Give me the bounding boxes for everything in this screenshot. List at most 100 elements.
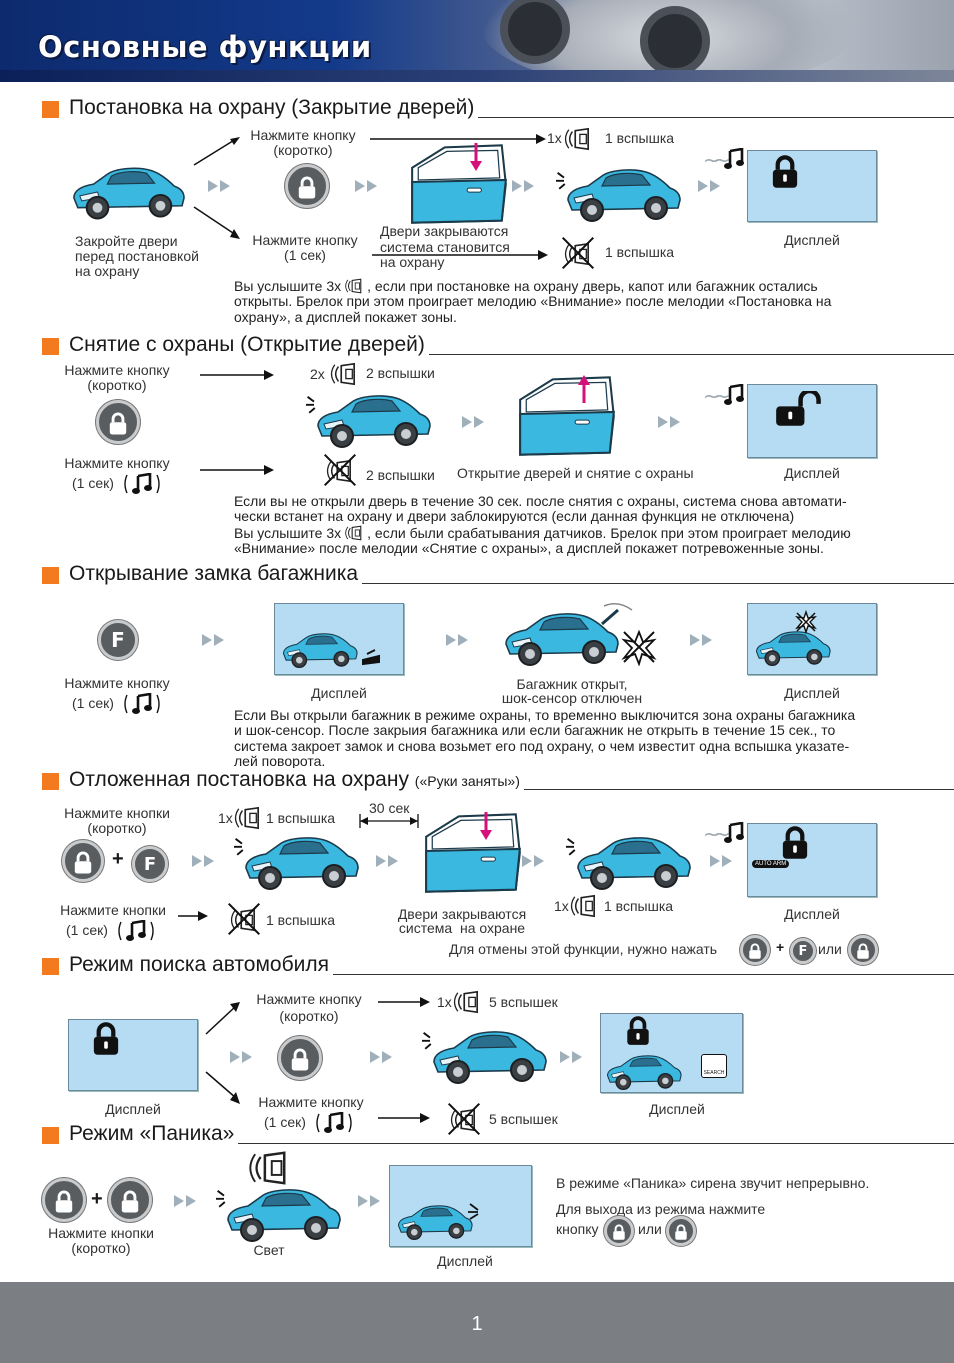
press-long-caption: Нажмите кнопку (1 сек) — [252, 232, 358, 263]
lock-button[interactable] — [604, 1216, 634, 1246]
melody-wave: ~~ — [703, 822, 730, 846]
double-arrow-icon — [228, 1049, 256, 1065]
press-long-caption: Нажмите кнопки — [60, 902, 166, 918]
flash-count: 1 вспышка — [604, 898, 674, 914]
display-caption: Дисплей — [784, 685, 840, 701]
lock-icon — [91, 1022, 121, 1056]
display-screen — [68, 1019, 198, 1091]
plus-sign: + — [112, 848, 124, 870]
lock-button[interactable] — [740, 935, 770, 965]
display-caption: Дисплей — [311, 685, 367, 701]
double-arrow-icon — [510, 178, 538, 194]
page-number: 1 — [471, 1313, 483, 1335]
car-flashing-illustration — [562, 158, 682, 228]
unlock-button[interactable] — [848, 935, 878, 965]
press-long-caption: Нажмите кнопку — [258, 1094, 364, 1110]
section-heading-panic: Режим «Паника» — [42, 1122, 954, 1148]
trunk-note: Если Вы открыли багажник в режиме охраны… — [234, 707, 856, 769]
double-arrow-icon — [460, 414, 488, 430]
cancel-text: Для отмены этой функции, нужно нажать — [449, 941, 718, 957]
unlock-button[interactable] — [108, 1178, 152, 1222]
press-short-caption: Нажмите кнопки (коротко) — [64, 805, 170, 836]
double-arrow-icon — [708, 853, 736, 869]
double-arrow-icon — [656, 414, 684, 430]
siren-icon — [330, 362, 358, 386]
lock-icon — [73, 851, 93, 874]
display-caption: Дисплей — [784, 232, 840, 248]
lock-icon — [612, 1224, 626, 1240]
search-icon: SEARCH — [701, 1054, 727, 1078]
arm-note: Вы услышите 3x, если при постановке на о… — [234, 278, 832, 325]
light-caption: Свет — [253, 1242, 285, 1258]
display-screen — [274, 603, 404, 675]
display-caption: Дисплей — [437, 1253, 493, 1269]
f-button[interactable]: F — [132, 846, 168, 882]
display-screen: SEARCH — [600, 1013, 743, 1093]
flash-count: 5 вспышек — [489, 1111, 558, 1127]
double-arrow-icon — [353, 178, 381, 194]
flash-count: 1 вспышка — [605, 130, 675, 146]
display-caption: Дисплей — [105, 1101, 161, 1117]
note-icon — [724, 822, 744, 844]
car-flashing-illustration — [240, 826, 360, 896]
lock-button[interactable] — [278, 1036, 322, 1080]
trunk-f-button[interactable]: F — [98, 620, 138, 660]
car-illustration — [68, 156, 186, 226]
display-screen — [747, 603, 877, 675]
siren-icon — [341, 278, 367, 294]
press-long-caption: Нажмите кнопку — [64, 675, 170, 691]
car-flashing-illustration — [428, 1020, 548, 1090]
or-label: или — [638, 1221, 662, 1237]
section-heading-delayed-arm: Отложенная постановка на охрану («Руки з… — [42, 768, 954, 794]
lock-button[interactable] — [62, 840, 104, 882]
section-heading-disarm: Снятие с охраны (Открытие дверей) — [42, 333, 954, 359]
lock-button[interactable] — [285, 164, 329, 208]
unlock-icon — [120, 1190, 140, 1213]
doors-close-caption: Двери закрываются система становится на … — [380, 223, 510, 270]
shock-sensor-off-icon — [621, 629, 657, 666]
melody-wave: ~~ — [703, 148, 730, 172]
siren-icon — [341, 525, 367, 541]
display-caption: Дисплей — [784, 465, 840, 481]
f-button[interactable]: F — [790, 938, 816, 964]
plus-sign: + — [91, 1188, 103, 1210]
trunk-icon — [362, 649, 380, 666]
lock-icon — [297, 176, 317, 199]
press-long-sec: (1 сек) — [264, 1114, 306, 1130]
lock-button[interactable] — [42, 1178, 86, 1222]
section-heading-trunk: Открывание замка багажника — [42, 562, 954, 588]
bullet-square — [42, 101, 59, 118]
count-label: 2x — [310, 366, 325, 382]
panic-exit-key-label: кнопку — [556, 1221, 599, 1237]
disarm-note: Если вы не открыли дверь в течение 30 се… — [234, 493, 851, 556]
shock-sensor-off-icon — [795, 610, 817, 634]
car-icon — [397, 1205, 473, 1241]
delay-label: 30 сек — [369, 800, 410, 816]
car-icon — [755, 631, 831, 667]
note-icon — [724, 148, 744, 170]
count-label: 1x — [218, 810, 233, 826]
press-long-sec: (1 сек) — [72, 695, 114, 711]
panic-exit-note: Для выхода из режима нажмите — [556, 1201, 766, 1217]
flash-count: 2 вспышки — [366, 365, 435, 381]
unlock-button[interactable] — [96, 400, 140, 444]
count-label: 1x — [547, 130, 562, 146]
double-arrow-icon — [172, 1193, 200, 1209]
delay-bracket — [359, 814, 419, 828]
double-arrow-icon — [200, 632, 228, 648]
car-icon — [606, 1055, 682, 1091]
doors-open-caption: Открытие дверей и снятие с охраны — [457, 465, 694, 481]
unlock-button[interactable] — [666, 1216, 696, 1246]
flash-count: 5 вспышек — [489, 994, 558, 1010]
arrow-right — [200, 370, 274, 380]
double-arrow-icon — [356, 1193, 384, 1209]
close-doors-caption: Закройте двери перед постановкой на охра… — [75, 233, 199, 279]
trunk-open-caption: Багажник открыт, шок-сенсор отключен — [501, 676, 643, 706]
branch-arrows — [205, 1002, 240, 1104]
flash-count: 2 вспышки — [366, 467, 435, 483]
siren-off-icon — [226, 902, 262, 936]
siren-off-icon — [560, 236, 596, 270]
f-key-icon: F — [111, 628, 125, 652]
lock-icon — [290, 1048, 310, 1071]
siren-icon — [453, 990, 481, 1014]
